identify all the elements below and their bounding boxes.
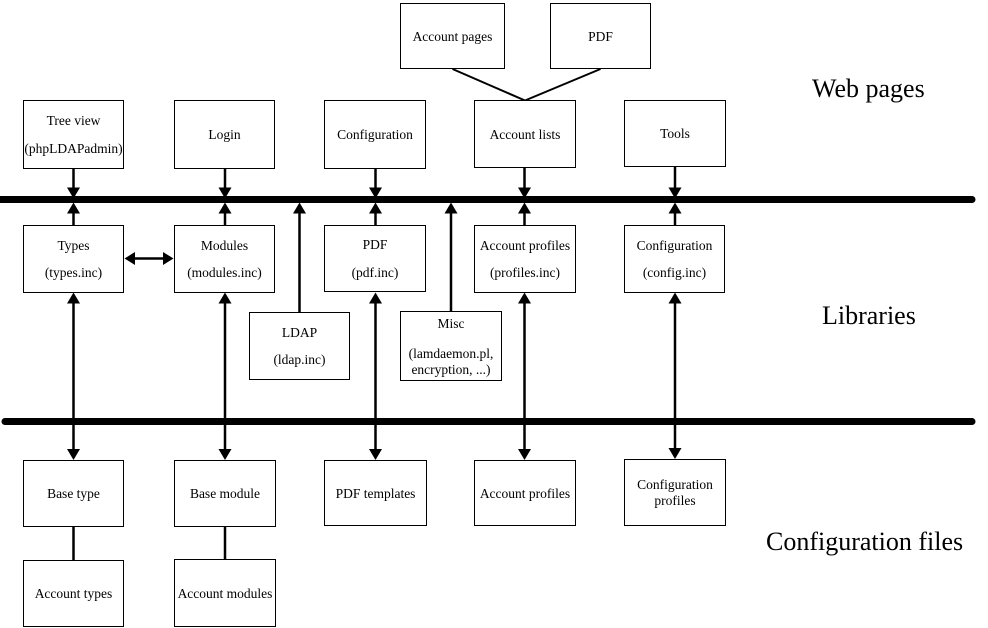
box-pdf-lib-subtitle: (pdf.inc) <box>351 264 399 280</box>
box-tools-label: Tools <box>660 126 690 141</box>
box-types-title: Types <box>57 237 90 253</box>
box-base-type: Base type <box>23 460 124 527</box>
box-misc-subtitle-line1: (lamdaemon.pl, <box>408 346 494 361</box>
link-account-pages-to-account-lists <box>452 68 601 102</box>
box-configuration-lib-title: Configuration <box>636 237 713 253</box>
box-account-profiles-lib-subtitle: (profiles.inc) <box>489 265 561 281</box>
box-account-profiles-file-label: Account profiles <box>479 485 571 501</box>
box-configuration-profiles: Configuration profiles <box>624 459 726 526</box>
box-tools: Tools <box>624 100 726 167</box>
box-tree-view-subtitle: (phpLDAPadmin) <box>24 141 123 156</box>
box-configuration-page: Configuration <box>324 100 426 169</box>
box-ldap-title: LDAP <box>281 324 318 340</box>
connector-column-tools <box>668 167 682 459</box>
box-misc: Misc (lamdaemon.pl, encryption, ...) <box>400 311 502 381</box>
box-account-pages-label: Account pages <box>412 28 493 44</box>
box-account-profiles-lib: Account profiles (profiles.inc) <box>474 225 576 293</box>
box-types-subtitle: (types.inc) <box>44 265 103 281</box>
box-pdf-lib-title: PDF <box>362 237 388 253</box>
box-account-lists-label: Account lists <box>489 126 561 142</box>
layer-label-configuration-files: Configuration files <box>766 527 964 556</box>
box-configuration-profiles-line1: Configuration <box>637 476 713 492</box>
box-modules: Modules (modules.inc) <box>174 225 275 293</box>
box-account-profiles-file: Account profiles <box>474 460 576 526</box>
connector-column-account-lists <box>518 168 531 460</box>
box-account-pages: Account pages <box>400 3 505 69</box>
box-pdf-templates-label: PDF templates <box>335 485 416 501</box>
box-login: Login <box>174 100 275 169</box>
box-misc-subtitle-line2: encryption, ...) <box>411 362 491 377</box>
box-modules-subtitle: (modules.inc) <box>187 265 262 281</box>
box-pdf-page-label: PDF <box>588 28 613 44</box>
box-configuration-profiles-line2: profiles <box>654 492 696 508</box>
box-account-types-label: Account types <box>34 586 113 601</box>
box-ldap: LDAP (ldap.inc) <box>249 312 350 380</box>
layer-label-libraries: Libraries <box>822 301 916 330</box>
connector-column-configuration <box>369 168 382 460</box>
box-account-types: Account types <box>23 560 124 627</box>
box-types: Types (types.inc) <box>23 225 124 293</box>
box-misc-title: Misc <box>437 316 465 331</box>
connector-misc-to-bus <box>444 202 458 311</box>
box-base-type-label: Base type <box>47 486 100 501</box>
box-pdf-templates: PDF templates <box>324 460 427 526</box>
layer-label-web-pages: Web pages <box>812 74 925 103</box>
box-login-label: Login <box>208 127 241 142</box>
box-tree-view-title: Tree view <box>46 113 101 128</box>
box-account-profiles-lib-title: Account profiles <box>479 237 571 253</box>
box-configuration-page-label: Configuration <box>337 127 413 142</box>
box-base-module-label: Base module <box>189 486 261 501</box>
connector-column-tree-view <box>67 168 80 460</box>
box-modules-title: Modules <box>200 237 249 253</box>
box-pdf-page: PDF <box>550 3 651 69</box>
box-tree-view: Tree view (phpLDAPadmin) <box>23 100 124 169</box>
box-account-lists: Account lists <box>474 100 576 168</box>
box-misc-subtitle: (lamdaemon.pl, encryption, ...) <box>409 346 494 378</box>
connector-types-modules <box>124 252 174 265</box>
box-base-module: Base module <box>174 460 276 527</box>
box-account-modules-label: Account modules <box>177 585 273 601</box>
box-ldap-subtitle: (ldap.inc) <box>273 352 326 368</box>
box-pdf-lib: PDF (pdf.inc) <box>324 225 426 292</box>
connector-column-login <box>218 168 232 460</box>
box-configuration-lib: Configuration (config.inc) <box>624 225 725 293</box>
connector-ldap-to-bus <box>293 202 306 312</box>
box-account-modules: Account modules <box>174 559 276 627</box>
box-configuration-lib-subtitle: (config.inc) <box>642 265 707 281</box>
